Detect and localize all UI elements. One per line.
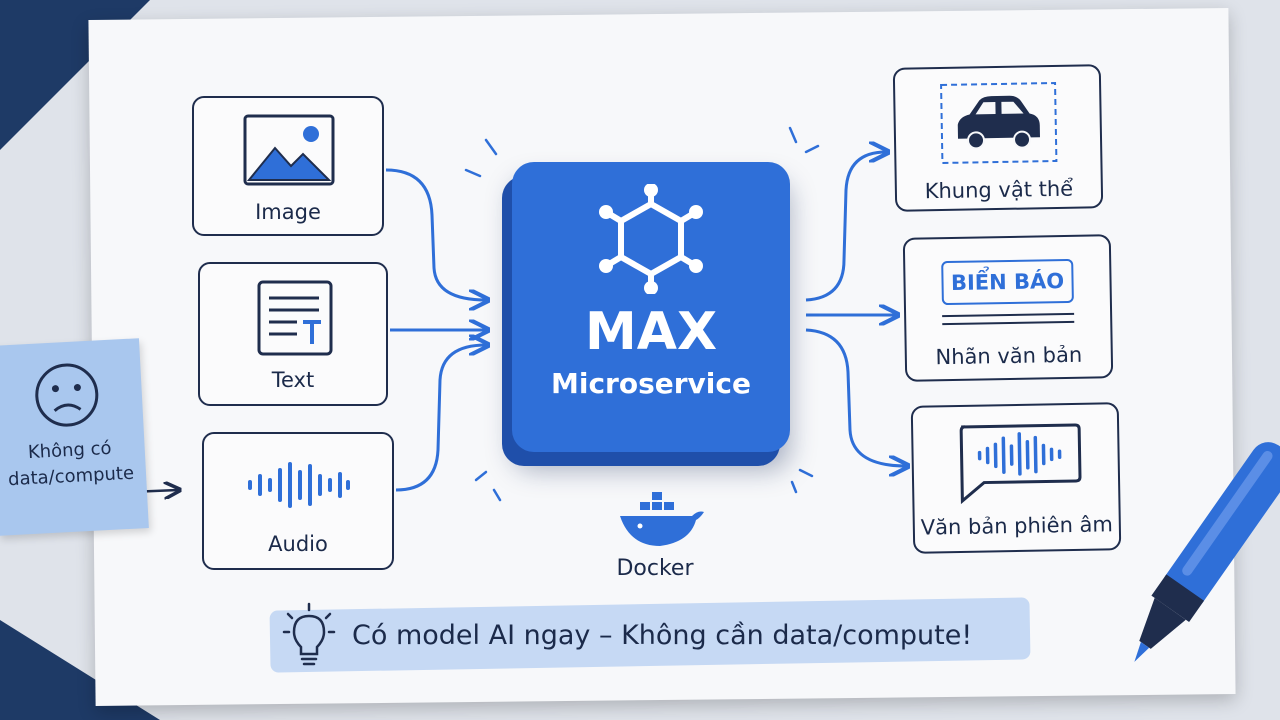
text-document-icon <box>257 280 333 356</box>
input-label: Audio <box>268 532 328 556</box>
output-box-text-label: BIỂN BÁO Nhãn văn bản <box>902 234 1114 382</box>
core-subtitle: Microservice <box>550 367 751 400</box>
sticky-note: Không có data/compute <box>0 338 149 536</box>
sticky-note-text: Không có data/compute <box>0 434 147 494</box>
core-title: MAX <box>584 302 718 362</box>
input-label: Image <box>255 200 321 224</box>
network-hexagon-icon <box>599 184 703 294</box>
sign-text: BIỂN BÁO <box>950 269 1065 295</box>
sign-label-icon: BIỂN BÁO <box>941 258 1074 306</box>
marker-pen <box>1134 442 1280 662</box>
docker-label: Docker <box>616 556 694 581</box>
audio-waveform-icon <box>248 462 350 508</box>
arrow-core-to-output-1 <box>805 152 886 302</box>
car-bounding-box-icon <box>940 81 1058 164</box>
arrow-core-to-output-3 <box>805 328 906 466</box>
banner-text: Có model AI ngay – Không cần data/comput… <box>352 620 973 651</box>
output-label: Nhãn văn bản <box>935 342 1083 370</box>
output-box-transcript: Văn bản phiên âm <box>910 402 1122 554</box>
sad-face-icon <box>35 363 99 427</box>
output-label: Văn bản phiên âm <box>920 512 1114 540</box>
input-box-text: Text <box>198 262 388 406</box>
output-box-bounding-box: Khung vật thể <box>892 64 1104 212</box>
speech-waveform-icon <box>959 423 1082 505</box>
lightbulb-icon <box>282 602 336 666</box>
max-microservice-core: MAX Microservice <box>512 162 790 452</box>
sparkle-lines <box>464 126 820 502</box>
input-box-audio: Audio <box>202 432 394 570</box>
arrow-image-to-core <box>385 168 486 300</box>
input-label: Text <box>271 368 315 392</box>
output-label: Khung vật thể <box>924 176 1074 204</box>
label-underline <box>942 312 1075 326</box>
input-box-image: Image <box>192 96 384 236</box>
arrow-audio-to-core <box>395 345 486 492</box>
image-icon <box>243 114 335 186</box>
docker-whale-icon <box>620 492 704 546</box>
